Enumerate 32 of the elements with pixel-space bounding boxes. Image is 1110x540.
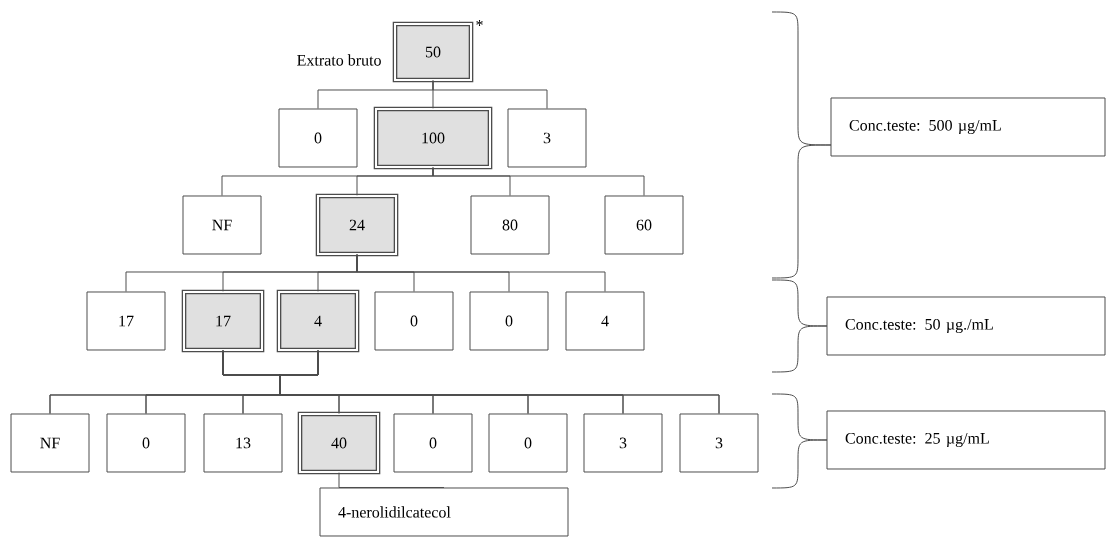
fraction-box: 0 — [393, 413, 473, 473]
fraction-box: NF — [182, 195, 262, 255]
label-box: Conc.teste: 25 µg/mL — [826, 410, 1106, 470]
fraction-box: 0 — [469, 291, 549, 351]
fraction-box: 0 — [278, 108, 358, 168]
asterisk: * — [476, 20, 483, 26]
fraction-box: 0 — [374, 291, 454, 351]
connector-line — [338, 472, 445, 488]
fraction-box: NF — [10, 413, 90, 473]
label-box: Conc.teste: 500 µg/mL — [830, 97, 1106, 157]
fraction-box: 13 — [203, 413, 283, 473]
highlighted-box: 100 — [373, 106, 493, 170]
label-box: Conc.teste: 50 µg./mL — [826, 296, 1106, 356]
highlighted-box: 50 — [392, 21, 474, 83]
highlighted-box: 4 — [276, 289, 360, 353]
fraction-box: 0 — [106, 413, 186, 473]
connector-line — [356, 254, 606, 292]
fraction-box: 17 — [86, 291, 166, 351]
fraction-box: 0 — [488, 413, 568, 473]
fraction-box: 4 — [565, 291, 645, 351]
fraction-box: 3 — [507, 108, 587, 168]
fraction-box: 60 — [604, 195, 684, 255]
connector-line — [432, 167, 645, 196]
fraction-box: 3 — [583, 413, 663, 473]
connector-line — [432, 80, 548, 109]
node-caption: Extrato bruto — [297, 54, 381, 66]
label-box: 4-nerolidilcatecol — [319, 487, 569, 537]
highlighted-box: 40 — [297, 411, 381, 475]
fraction-box: 3 — [679, 413, 759, 473]
highlighted-box: 17 — [181, 289, 265, 353]
fraction-box: 80 — [470, 195, 550, 255]
highlighted-box: 24 — [315, 193, 399, 257]
